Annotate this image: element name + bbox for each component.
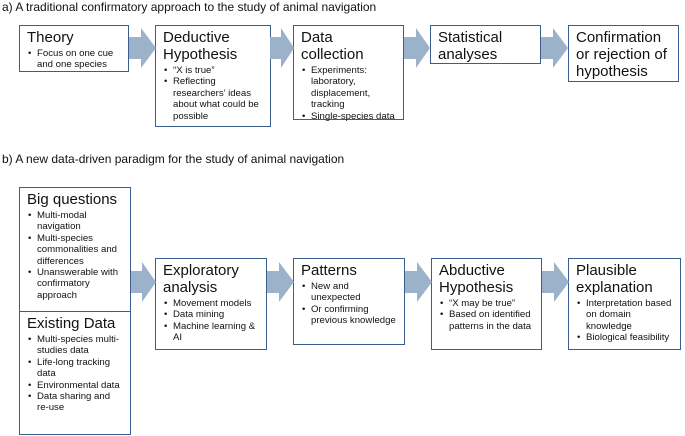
box-title: Big questions (27, 191, 118, 208)
arrow-icon (129, 28, 156, 68)
section-a-title: a) A traditional confirmatory approach t… (2, 0, 377, 14)
bullet-item: Multi-modal navigation (27, 210, 124, 233)
existing-data-box: Existing Data Multi-species multi-studie… (19, 311, 131, 435)
arrow-icon (131, 262, 156, 302)
bullet-item: Life-long tracking data (27, 357, 124, 380)
bullet-list: Focus on one cue and one species (27, 48, 122, 71)
box-title: Statistical analyses (438, 29, 503, 63)
exploratory-analysis-box: Exploratory analysis Movement models Dat… (155, 258, 267, 350)
plausible-explanation-box: Plausible explanation Interpretation bas… (568, 258, 681, 350)
patterns-box: Patterns New and unexpected Or confirmin… (293, 258, 405, 345)
bullet-item: Single-species data (301, 111, 397, 123)
arrow-icon (404, 28, 430, 68)
bullet-item: “X may be true” (439, 298, 535, 310)
bullet-item: Experiments: laboratory, displacement, t… (301, 65, 397, 111)
box-title: Abductive Hypothesis (439, 262, 514, 296)
box-title: Plausible explanation (576, 262, 653, 296)
box-title: Theory (27, 29, 74, 46)
bullet-item: Environmental data (27, 380, 124, 392)
bullet-list: Experiments: laboratory, displacement, t… (301, 65, 397, 122)
bullet-item: Biological feasibility (576, 332, 674, 344)
bullet-item: Movement models (163, 298, 260, 310)
bullet-item: Based on identified patterns in the data (439, 309, 535, 332)
bullet-item: Reflecting researchers’ ideas about what… (163, 76, 264, 122)
data-collection-box: Data collection Experiments: laboratory,… (293, 25, 404, 122)
bullet-list: “X may be true” Based on identified patt… (439, 298, 535, 332)
bullet-item: Machine learning & AI (163, 321, 260, 344)
box-title: Data collection (301, 29, 364, 63)
box-title: Exploratory analysis (163, 262, 239, 296)
bullet-item: Multi-species multi-studies data (27, 334, 124, 357)
bullet-list: Multi-species multi-studies data Life-lo… (27, 334, 124, 414)
box-title: Patterns (301, 262, 357, 279)
bullet-item: Multi-species commonalities and differen… (27, 233, 124, 267)
abductive-hypothesis-box: Abductive Hypothesis “X may be true” Bas… (431, 258, 542, 350)
bullet-item: Or confirming previous knowledge (301, 304, 398, 327)
bullet-list: Movement models Data mining Machine lear… (163, 298, 260, 344)
bullet-list: New and unexpected Or confirming previou… (301, 281, 398, 327)
bullet-list: Interpretation based on domain knowledge… (576, 298, 674, 344)
bullet-item: Data mining (163, 309, 260, 321)
confirmation-box: Confirmation or rejection of hypothesis (568, 25, 679, 82)
arrow-icon (267, 262, 294, 302)
bullet-item: Interpretation based on domain knowledge (576, 298, 674, 332)
arrow-icon (270, 28, 294, 68)
deductive-hypothesis-box: Deductive Hypothesis “X is true” Reflect… (155, 25, 271, 127)
bullet-item: Focus on one cue and one species (27, 48, 122, 71)
bullet-item: Data sharing and re-use (27, 391, 124, 414)
arrow-icon (541, 28, 568, 68)
box-title: Existing Data (27, 315, 116, 332)
theory-box: Theory Focus on one cue and one species (19, 25, 129, 72)
statistical-analyses-box: Statistical analyses (430, 25, 541, 64)
bullet-list: “X is true” Reflecting researchers’ idea… (163, 65, 264, 122)
box-title: Deductive Hypothesis (163, 29, 238, 63)
bullet-list: Multi-modal navigation Multi-species com… (27, 210, 124, 301)
bullet-item: New and unexpected (301, 281, 398, 304)
section-b-title: b) A new data-driven paradigm for the st… (2, 152, 345, 166)
arrow-icon (405, 262, 432, 302)
arrow-icon (542, 262, 569, 302)
bullet-item: Unanswerable with confirmatory approach (27, 267, 124, 301)
bullet-item: “X is true” (163, 65, 264, 77)
box-title: Confirmation or rejection of hypothesis (576, 29, 667, 80)
big-questions-box: Big questions Multi-modal navigation Mul… (19, 187, 131, 313)
